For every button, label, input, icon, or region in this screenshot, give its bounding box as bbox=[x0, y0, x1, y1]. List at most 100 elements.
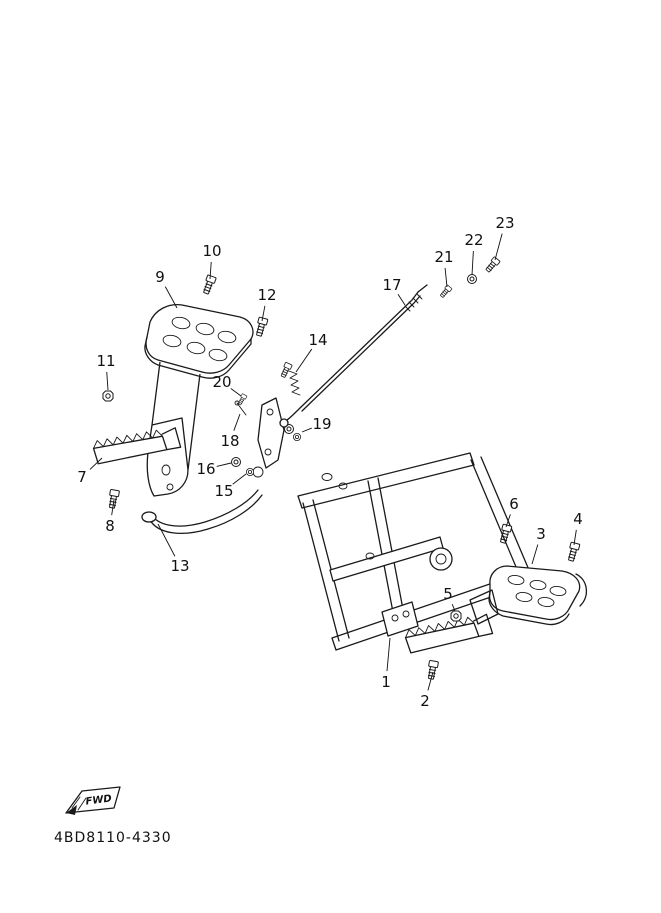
lever-hole bbox=[266, 408, 274, 416]
washer-15-icon bbox=[245, 467, 255, 477]
part-number-17: 17 bbox=[382, 276, 401, 294]
callout-leader-8 bbox=[111, 499, 115, 516]
part-number-16: 16 bbox=[196, 460, 215, 478]
lever-bracket bbox=[257, 397, 285, 469]
frame-grommet bbox=[429, 547, 453, 571]
brake-rod-clevis bbox=[279, 418, 289, 428]
part-number-6: 6 bbox=[509, 495, 519, 513]
frame-hole bbox=[338, 482, 348, 490]
pivot-lever-assembly bbox=[231, 361, 302, 477]
washer-19b-icon bbox=[292, 432, 302, 442]
callout-leader-2 bbox=[427, 671, 434, 691]
part-number-2: 2 bbox=[420, 692, 430, 710]
bolt-12-icon bbox=[254, 316, 269, 338]
callout-leader-18 bbox=[233, 413, 241, 431]
frame-right-post bbox=[470, 456, 530, 575]
callout-leader-6 bbox=[505, 514, 511, 528]
footpeg-mount bbox=[472, 613, 494, 637]
part-number-9: 9 bbox=[155, 268, 165, 286]
callout-leader-17 bbox=[397, 293, 406, 306]
brake-rod-assembly bbox=[279, 284, 428, 428]
part-number-19: 19 bbox=[312, 415, 331, 433]
left-footpeg bbox=[92, 427, 182, 465]
part-number-14: 14 bbox=[308, 331, 327, 349]
brake-rod-hook bbox=[417, 284, 428, 293]
right-plate-handle bbox=[575, 573, 587, 607]
bolt-23-icon bbox=[484, 256, 501, 274]
fwd-label: FWD bbox=[85, 793, 112, 807]
right-footrest-plate bbox=[488, 565, 581, 621]
part-number-10: 10 bbox=[202, 242, 221, 260]
footrest-mount-bracket bbox=[381, 601, 419, 637]
right-footrest-assembly bbox=[404, 565, 587, 654]
callout-leader-20 bbox=[230, 388, 242, 397]
bracket-hole bbox=[391, 614, 399, 622]
left-plate-holes bbox=[162, 316, 237, 362]
washer-16-icon bbox=[231, 457, 241, 467]
frame-top-rail bbox=[297, 452, 475, 509]
bracket-hole bbox=[161, 464, 171, 476]
part-number-8: 8 bbox=[105, 517, 115, 535]
part-number-3: 3 bbox=[536, 525, 546, 543]
callout-leader-12 bbox=[261, 305, 266, 322]
part-number-23: 23 bbox=[495, 214, 514, 232]
frame-hole bbox=[321, 473, 333, 481]
part-number-22: 22 bbox=[464, 231, 483, 249]
support-bar-pivot bbox=[252, 466, 264, 478]
washer-22-icon bbox=[467, 274, 477, 284]
frame-left-post bbox=[302, 499, 350, 642]
callout-leader-11 bbox=[106, 371, 109, 391]
part-number-15: 15 bbox=[214, 482, 233, 500]
callout-leader-1 bbox=[386, 637, 391, 672]
part-number-18: 18 bbox=[220, 432, 239, 450]
bolt-4-icon bbox=[566, 541, 581, 563]
part-number-1: 1 bbox=[381, 673, 391, 691]
part-number-13: 13 bbox=[170, 557, 189, 575]
callout-leader-16 bbox=[216, 462, 232, 467]
right-footrest-plate-rim bbox=[488, 591, 570, 626]
frame-cross-member bbox=[329, 536, 444, 582]
right-footpeg bbox=[404, 613, 494, 654]
callout-leader-10 bbox=[209, 261, 212, 280]
frame-assembly bbox=[297, 452, 530, 651]
callout-leader-22 bbox=[471, 250, 474, 276]
callout-leader-4 bbox=[573, 529, 577, 546]
part-catalog-code: 4BD8110-4330 bbox=[54, 830, 172, 846]
callout-leader-5 bbox=[451, 604, 456, 612]
bracket-hole bbox=[166, 483, 174, 491]
callout-leader-9 bbox=[164, 286, 178, 309]
frame-grommet-hole bbox=[435, 553, 447, 565]
part-number-5: 5 bbox=[443, 585, 453, 603]
spring-bolt-14-icon bbox=[279, 361, 293, 379]
part-number-20: 20 bbox=[212, 373, 231, 391]
fwd-flag: FWD bbox=[65, 786, 121, 815]
brake-rod bbox=[286, 291, 421, 421]
spring-14 bbox=[288, 370, 301, 396]
fwd-arrow-icon bbox=[66, 805, 77, 815]
bolt-10-icon bbox=[201, 274, 217, 296]
part-number-7: 7 bbox=[77, 468, 87, 486]
frame-hole bbox=[365, 552, 375, 560]
lever-hole bbox=[264, 448, 272, 456]
fwd-flag-hatching bbox=[71, 796, 87, 811]
part-number-12: 12 bbox=[257, 286, 276, 304]
callout-leader-13 bbox=[157, 523, 176, 557]
brake-rod-threads bbox=[404, 293, 423, 312]
bolt-2-icon bbox=[425, 659, 439, 681]
footpeg-mount bbox=[161, 427, 182, 451]
pin-18 bbox=[236, 402, 247, 416]
left-footrest-plate bbox=[145, 304, 254, 374]
part-number-4: 4 bbox=[573, 510, 583, 528]
screw-20-icon bbox=[236, 393, 248, 406]
callout-leader-23 bbox=[494, 233, 503, 261]
support-bar-eye bbox=[141, 511, 157, 523]
nut-11-icon bbox=[102, 390, 114, 402]
right-plate-holes bbox=[507, 574, 567, 608]
screw-21-icon bbox=[438, 284, 453, 299]
left-support-bar bbox=[149, 489, 263, 534]
left-footrest-assembly bbox=[92, 304, 264, 534]
callout-leader-21 bbox=[444, 267, 448, 288]
